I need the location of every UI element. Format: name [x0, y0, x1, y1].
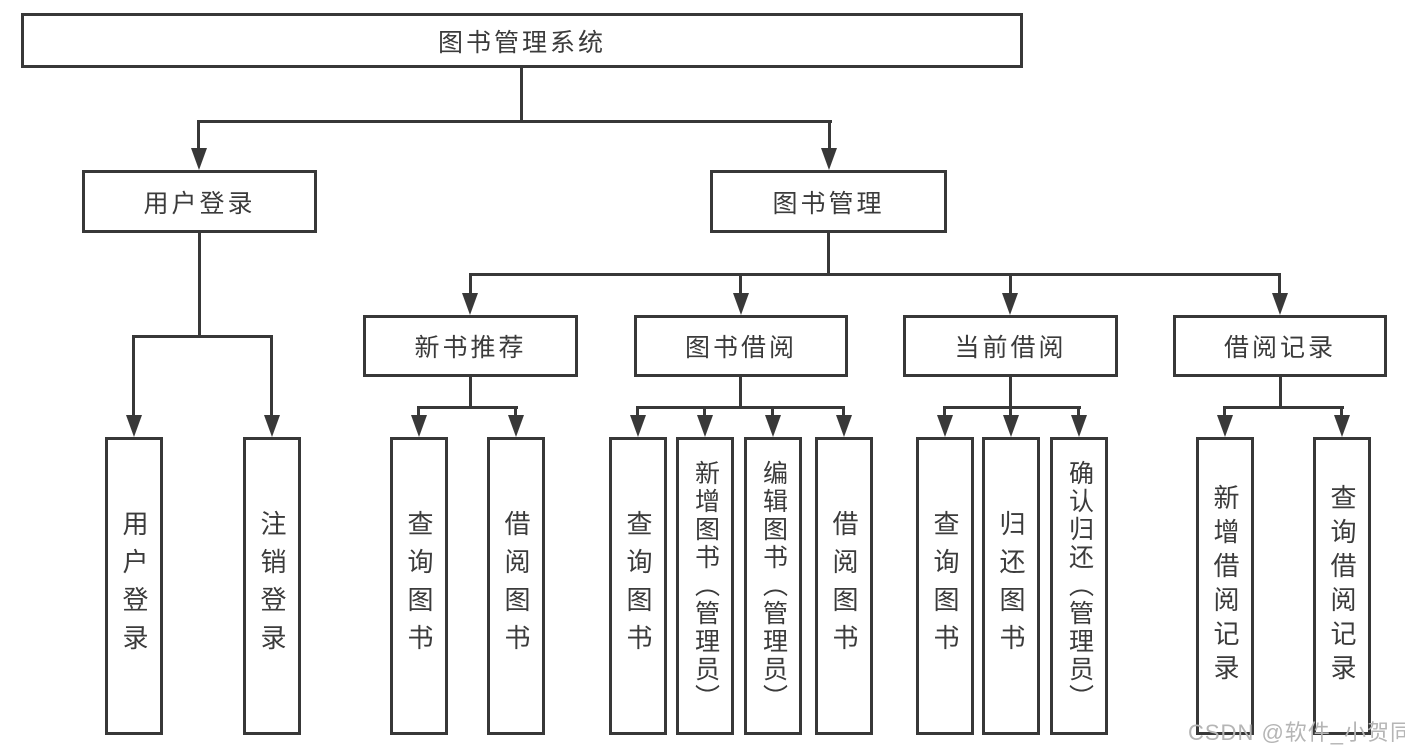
leaf-records-add-borrow-record: 新增借阅记录 — [1196, 437, 1254, 735]
connector-line — [1278, 273, 1281, 294]
arrow-down-icon — [508, 415, 524, 437]
arrow-down-icon — [1002, 293, 1018, 315]
leaf-label: 确认归还（管理员） — [1065, 460, 1094, 712]
leaf-label: 注销登录 — [257, 510, 287, 662]
leaf-label: 借阅图书 — [829, 510, 859, 662]
connector-line — [828, 120, 831, 150]
connector-line — [469, 273, 472, 294]
node-book-borrowing: 图书借阅 — [634, 315, 848, 377]
node-book-management: 图书管理 — [710, 170, 947, 233]
arrow-down-icon — [1334, 415, 1350, 437]
connector-line — [943, 406, 1081, 409]
leaf-label: 用户登录 — [119, 510, 149, 662]
leaf-current-query-books: 查询图书 — [916, 437, 974, 735]
arrow-down-icon — [733, 293, 749, 315]
connector-line — [514, 406, 517, 417]
leaf-label: 查询图书 — [404, 510, 434, 662]
connector-line — [1009, 377, 1012, 407]
node-user-login: 用户登录 — [82, 170, 317, 233]
node-label: 新书推荐 — [414, 334, 527, 362]
connector-line — [417, 406, 518, 409]
connector-line — [197, 120, 200, 150]
arrow-down-icon — [1003, 415, 1019, 437]
arrow-down-icon — [630, 415, 646, 437]
arrow-down-icon — [1071, 415, 1087, 437]
node-label: 当前借阅 — [954, 334, 1067, 362]
arrow-down-icon — [1217, 415, 1233, 437]
connector-line — [943, 406, 946, 417]
connector-line — [1223, 406, 1226, 417]
node-label: 图书管理 — [772, 189, 885, 218]
connector-line — [469, 377, 472, 407]
connector-line — [1009, 406, 1012, 417]
arrow-down-icon — [264, 415, 280, 437]
connector-line — [1077, 406, 1080, 417]
connector-line — [132, 335, 273, 338]
connector-line — [132, 335, 135, 416]
arrow-down-icon — [126, 415, 142, 437]
leaf-user-login: 用户登录 — [105, 437, 163, 735]
arrow-down-icon — [1272, 293, 1288, 315]
arrow-down-icon — [937, 415, 953, 437]
arrow-down-icon — [462, 293, 478, 315]
leaf-label: 新增图书（管理员） — [691, 460, 720, 712]
node-new-book-recommendation: 新书推荐 — [363, 315, 578, 377]
connector-line — [1279, 377, 1282, 407]
connector-line — [417, 406, 420, 417]
leaf-label: 查询图书 — [623, 510, 653, 662]
csdn-watermark: CSDN @软件_小贺同学 — [1188, 720, 1405, 745]
arrow-down-icon — [836, 415, 852, 437]
connector-line — [739, 273, 742, 294]
arrow-down-icon — [765, 415, 781, 437]
arrow-down-icon — [411, 415, 427, 437]
leaf-current-confirm-return-admin: 确认归还（管理员） — [1050, 437, 1108, 735]
connector-line — [198, 233, 201, 335]
leaf-borrow-edit-books-admin: 编辑图书（管理员） — [744, 437, 802, 735]
leaf-borrow-query-books: 查询图书 — [609, 437, 667, 735]
arrow-down-icon — [191, 148, 207, 170]
connector-line — [197, 120, 832, 123]
connector-line — [842, 406, 845, 417]
node-library-management-system: 图书管理系统 — [21, 13, 1023, 68]
leaf-current-return-books: 归还图书 — [982, 437, 1040, 735]
leaf-logout: 注销登录 — [243, 437, 301, 735]
connector-line — [1340, 406, 1343, 417]
leaf-label: 查询借阅记录 — [1327, 484, 1357, 688]
node-current-borrowing: 当前借阅 — [903, 315, 1118, 377]
connector-line — [636, 406, 845, 409]
leaf-label: 借阅图书 — [501, 510, 531, 662]
leaf-records-query-borrow-record: 查询借阅记录 — [1313, 437, 1371, 735]
leaf-newbook-borrow-books: 借阅图书 — [487, 437, 545, 735]
leaf-newbook-query-books: 查询图书 — [390, 437, 448, 735]
connector-line — [771, 406, 774, 417]
leaf-label: 查询图书 — [930, 510, 960, 662]
leaf-label: 新增借阅记录 — [1210, 484, 1240, 688]
arrow-down-icon — [697, 415, 713, 437]
leaf-borrow-borrow-books: 借阅图书 — [815, 437, 873, 735]
connector-line — [1009, 273, 1012, 294]
connector-line — [636, 406, 639, 417]
arrow-down-icon — [821, 148, 837, 170]
connector-line — [270, 335, 273, 416]
node-borrowing-records: 借阅记录 — [1173, 315, 1387, 377]
node-label: 图书借阅 — [684, 334, 797, 362]
connector-line — [739, 377, 742, 407]
node-label: 图书管理系统 — [437, 28, 606, 57]
leaf-borrow-add-books-admin: 新增图书（管理员） — [676, 437, 734, 735]
connector-line — [703, 406, 706, 417]
connector-line — [1223, 406, 1344, 409]
connector-line — [520, 68, 523, 120]
connector-line — [469, 273, 1281, 276]
connector-line — [827, 233, 830, 273]
node-label: 用户登录 — [143, 189, 256, 218]
node-label: 借阅记录 — [1223, 334, 1336, 362]
leaf-label: 编辑图书（管理员） — [759, 460, 788, 712]
leaf-label: 归还图书 — [996, 510, 1026, 662]
